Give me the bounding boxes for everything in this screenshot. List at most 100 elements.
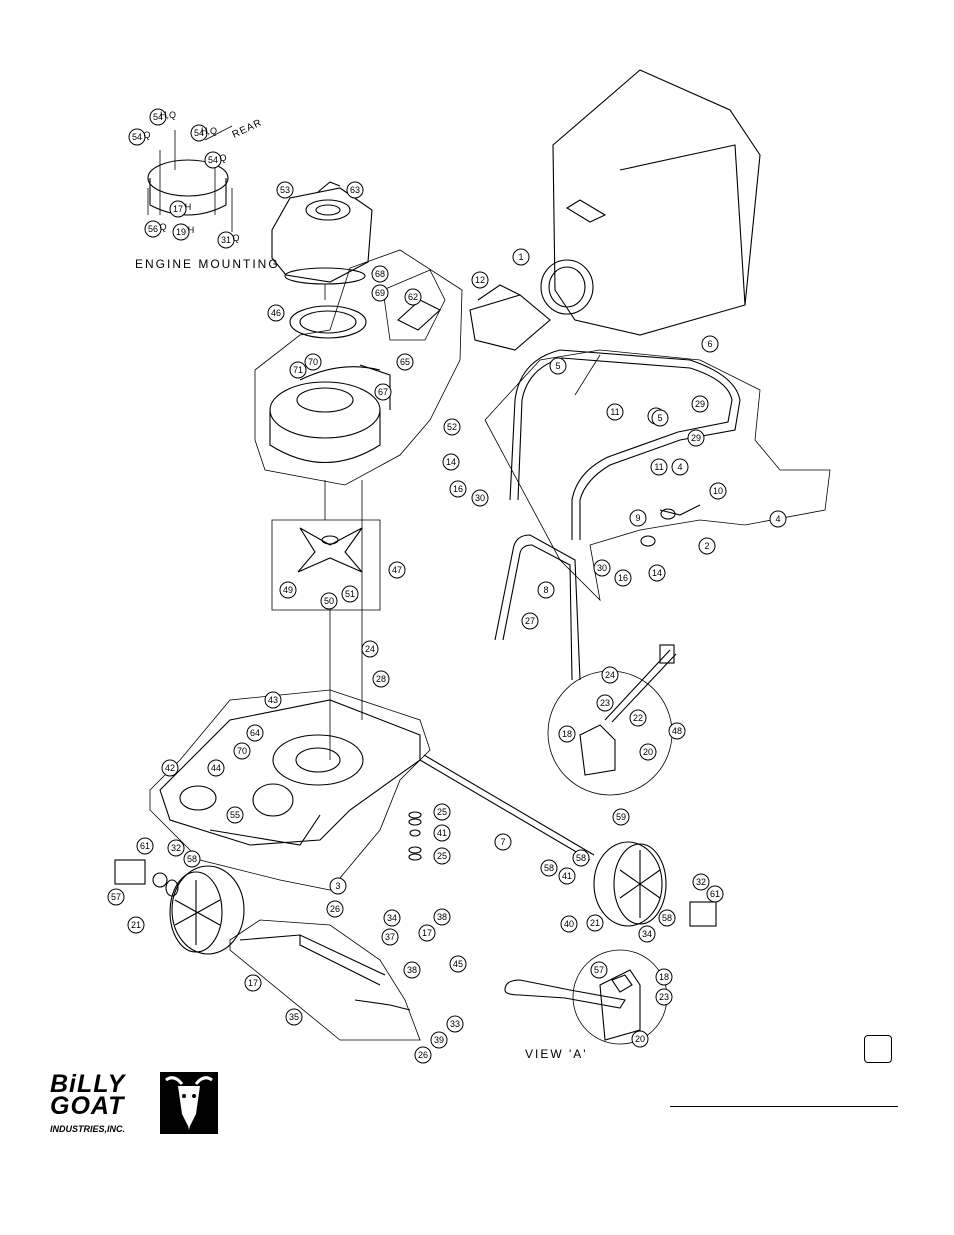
bracket-group-outline <box>382 269 446 341</box>
callout-number: 54 <box>208 155 218 165</box>
footer-rule <box>670 1106 898 1107</box>
callout-number: 54 <box>132 132 142 142</box>
part-callout: 58 <box>540 859 558 877</box>
callout-circle <box>276 181 294 199</box>
rear-label: REAR <box>231 117 264 140</box>
callout-number: 35 <box>289 1012 299 1022</box>
callout-number: 2 <box>704 541 709 551</box>
callout-number: 44 <box>211 763 221 773</box>
callout-number: 12 <box>475 275 485 285</box>
callout-number: 50 <box>324 596 334 606</box>
callout-number: 43 <box>268 695 278 705</box>
callout-circle <box>217 231 235 249</box>
part-callout: 67 <box>374 383 392 401</box>
part-callout: 43 <box>264 691 282 709</box>
callout-number: 34 <box>387 913 397 923</box>
callout-circle <box>244 974 262 992</box>
engine-mount-callout: 54H,Q <box>149 108 176 126</box>
part-callout: 16 <box>449 480 467 498</box>
part-callout: 20 <box>639 743 657 761</box>
callout-circle <box>161 759 179 777</box>
part-callout: 49 <box>279 581 297 599</box>
callout-circle <box>446 1015 464 1033</box>
part-callout: 37 <box>381 928 399 946</box>
callout-number: 17 <box>248 978 258 988</box>
part-callout: 23 <box>596 694 614 712</box>
callout-circle <box>709 482 727 500</box>
callout-number: 49 <box>283 585 293 595</box>
callout-circle <box>372 670 390 688</box>
axle-group-outline <box>229 919 421 1041</box>
callout-number: 26 <box>418 1050 428 1060</box>
goat-head-icon <box>160 1072 218 1134</box>
part-callout: 14 <box>648 564 666 582</box>
callout-number: 63 <box>350 185 360 195</box>
callout-number: 24 <box>605 670 615 680</box>
callout-circle <box>433 803 451 821</box>
part-callout: 32 <box>167 839 185 857</box>
callout-circle <box>596 694 614 712</box>
part-callout: 4 <box>671 458 689 476</box>
part-callout: 59 <box>612 808 630 826</box>
callout-number: 39 <box>434 1035 444 1045</box>
callout-circle <box>233 742 251 760</box>
callout-number: 16 <box>453 484 463 494</box>
callout-circle <box>614 569 632 587</box>
part-callout: 30 <box>593 559 611 577</box>
callout-number: 31 <box>221 235 231 245</box>
callout-number: 48 <box>672 726 682 736</box>
callout-circle <box>606 403 624 421</box>
part-callout: 52 <box>443 418 461 436</box>
part-callout: 5 <box>651 409 669 427</box>
part-callout: 46 <box>267 304 285 322</box>
callout-superscript: Q <box>159 222 166 232</box>
callout-number: 54 <box>153 112 163 122</box>
callout-circle <box>698 537 716 555</box>
grass-bag <box>540 69 761 336</box>
callout-number: 21 <box>590 918 600 928</box>
callout-circle <box>267 304 285 322</box>
callout-circle <box>671 458 689 476</box>
callout-circle <box>658 909 676 927</box>
view-a-detail-circle <box>572 949 668 1045</box>
part-callout: 26 <box>414 1046 432 1064</box>
impeller-group-outline <box>271 519 381 611</box>
part-callout: 22 <box>629 709 647 727</box>
part-callout: 14 <box>442 453 460 471</box>
callout-circle <box>586 914 604 932</box>
callout-circle <box>706 885 724 903</box>
callout-number: 9 <box>635 513 640 523</box>
callout-circle <box>443 418 461 436</box>
chassis-base <box>159 699 421 846</box>
callout-number: 5 <box>657 413 662 423</box>
callout-number: 23 <box>600 698 610 708</box>
callout-circle <box>403 961 421 979</box>
callout-circle <box>144 220 162 238</box>
callout-number: 61 <box>710 889 720 899</box>
callout-number: 20 <box>643 747 653 757</box>
callout-number: 19 <box>176 227 186 237</box>
part-callout: 35 <box>285 1008 303 1026</box>
callout-circle <box>383 909 401 927</box>
callout-number: 10 <box>713 486 723 496</box>
part-callout: 4 <box>769 510 787 528</box>
part-callout: 57 <box>107 888 125 906</box>
callout-circle <box>264 691 282 709</box>
part-callout: 39 <box>430 1031 448 1049</box>
callout-circle <box>648 564 666 582</box>
callout-circle <box>371 284 389 302</box>
part-callout: 2 <box>698 537 716 555</box>
part-callout: 44 <box>207 759 225 777</box>
part-callout: 69 <box>371 284 389 302</box>
engine-mounting-caption: ENGINE MOUNTING <box>135 257 280 271</box>
part-callout: 3 <box>329 877 347 895</box>
callout-number: 4 <box>677 462 682 472</box>
callout-circle <box>396 353 414 371</box>
callout-circle <box>631 1030 649 1048</box>
callout-circle <box>246 724 264 742</box>
part-callout: 41 <box>558 867 576 885</box>
callout-number: 32 <box>696 877 706 887</box>
